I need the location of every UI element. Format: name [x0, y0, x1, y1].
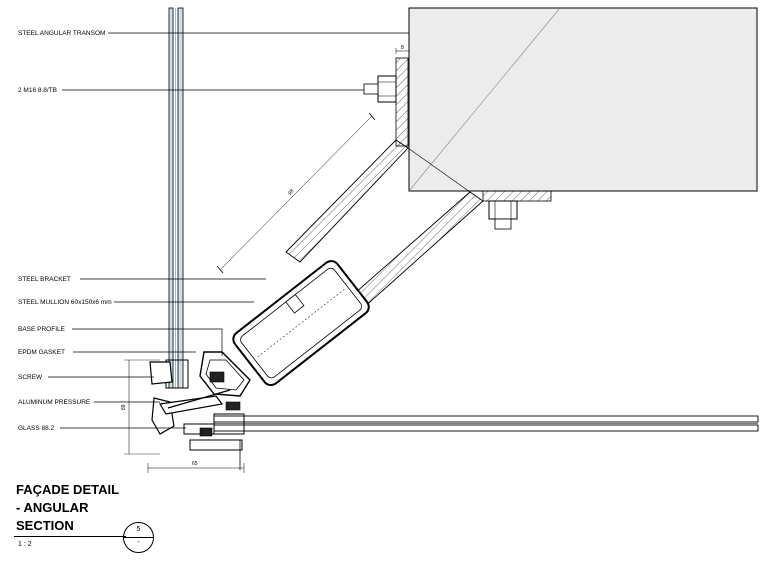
- drawing-scale: 1 : 2: [18, 541, 32, 548]
- dim-diagonal: [216, 112, 376, 274]
- label-bracket: STEEL BRACKET: [18, 276, 71, 283]
- label-glass: GLASS 88.2: [18, 425, 55, 432]
- dim-vertical: [124, 359, 160, 455]
- title-line-1: FAÇADE DETAIL: [16, 482, 120, 497]
- bolt-top: [363, 75, 397, 103]
- title-line-3: SECTION: [16, 518, 74, 533]
- dim-diagonal-value: 98: [287, 188, 295, 196]
- horizontal-glass: [213, 413, 759, 435]
- title-line-2: - ANGULAR: [16, 500, 89, 515]
- aluminum-profile-assembly: [149, 351, 251, 470]
- dim-horizontal: [147, 463, 245, 473]
- dim-vertical-value: 89: [121, 404, 127, 410]
- label-bolts: 2 M16 8.8/TB: [18, 87, 57, 94]
- dim-offset-top-value: 8: [401, 45, 404, 51]
- detail-marker: 5 -: [123, 522, 154, 553]
- slab-section-line: [408, 7, 561, 192]
- label-mullion: STEEL MULLION 60x150x6 mm: [18, 299, 112, 306]
- title-underline: [14, 536, 126, 537]
- dim-horizontal-value: 65: [192, 461, 198, 467]
- bolt-bottom: [488, 200, 518, 230]
- detail-marker-divider: [124, 537, 153, 538]
- steel-mullion: [232, 260, 370, 387]
- label-base-profile: BASE PROFILE: [18, 326, 66, 333]
- leader-lines: [48, 32, 409, 429]
- detail-marker-detail: -: [137, 539, 140, 546]
- label-screw: SCREW: [18, 374, 43, 381]
- label-transom: STEEL ANGULAR TRANSOM: [18, 30, 105, 37]
- steel-bracket: [285, 139, 484, 319]
- concrete-slab: [408, 7, 758, 192]
- label-pressure: ALUMINUM PRESSURE: [18, 399, 91, 406]
- detail-marker-sheet: 5: [136, 526, 141, 533]
- label-gasket: EPDM GASKET: [18, 349, 65, 356]
- vertical-glazing: [165, 7, 189, 389]
- drawing-title: FAÇADE DETAIL - ANGULAR SECTION: [16, 481, 119, 535]
- dim-offset-top: [395, 48, 410, 54]
